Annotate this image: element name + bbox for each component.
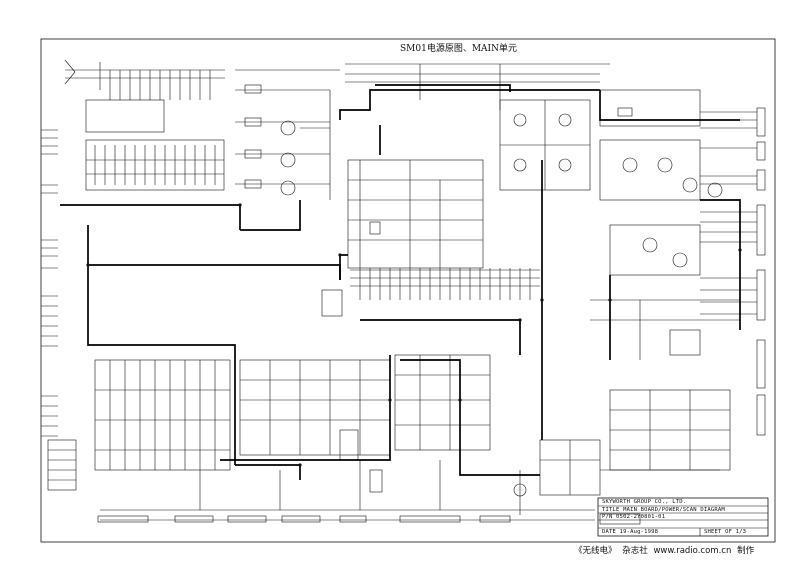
right-connectors: [700, 107, 766, 436]
right-power-circuit: [590, 224, 740, 471]
diagram-title: SM01电源原图、MAIN单元: [400, 44, 517, 54]
junction-dots: [86, 203, 742, 467]
credit-suffix: 制作: [737, 546, 755, 556]
lower-left-ic: [47, 359, 231, 491]
left-connector-pins: [41, 129, 58, 437]
heavy-trace-12: [700, 199, 741, 330]
title-block-box: [597, 497, 769, 537]
title-block-sheet: SHEET OF 1/3: [704, 529, 747, 535]
bottom-connectors: [97, 460, 641, 525]
credit-line: 《无线电》 杂志社 www.radio.com.cn 制作: [574, 544, 757, 556]
heavy-trace-11: [599, 90, 740, 121]
title-block-part-no: P/N 0502-2Y0801-01: [602, 514, 666, 520]
title-block-date: DATE 19-Aug-1998: [602, 529, 659, 535]
credit-url: www.radio.com.cn: [653, 546, 732, 556]
upper-left-circuit: [85, 99, 225, 191]
top-center-bus: [345, 63, 610, 110]
bottom-right-circuit: [539, 439, 720, 496]
title-block-title: TITLE MAIN BOARD/POWER/SCAN DIAGRAM: [602, 507, 725, 513]
heavy-trace-7: [375, 84, 511, 92]
credit-publisher: 杂志社: [622, 546, 648, 556]
upper-middle-circuit: [235, 69, 340, 200]
heavy-trace-2: [87, 225, 236, 465]
sheet-border: [40, 38, 776, 543]
main-ic: [347, 159, 484, 269]
heavy-trace-6: [339, 254, 348, 280]
lower-middle-ic: [239, 354, 491, 461]
heavy-trace-5: [339, 89, 600, 120]
upper-right-transistors: [499, 89, 723, 201]
heavy-trace-9: [220, 355, 391, 461]
credit-magazine: 《无线电》: [574, 546, 617, 556]
heavy-trace-15: [360, 319, 521, 355]
heavy-trace-16: [235, 464, 301, 480]
title-block-company: SKYWORTH GROUP CO., LTD.: [602, 499, 687, 505]
heavy-trace-10: [400, 359, 540, 476]
heavy-trace-4: [240, 200, 301, 231]
ic-pin-bus: [321, 268, 540, 317]
heavy-trace-3: [88, 264, 341, 280]
top-left-connector: [64, 59, 225, 100]
heavy-trace-1: [60, 204, 241, 230]
